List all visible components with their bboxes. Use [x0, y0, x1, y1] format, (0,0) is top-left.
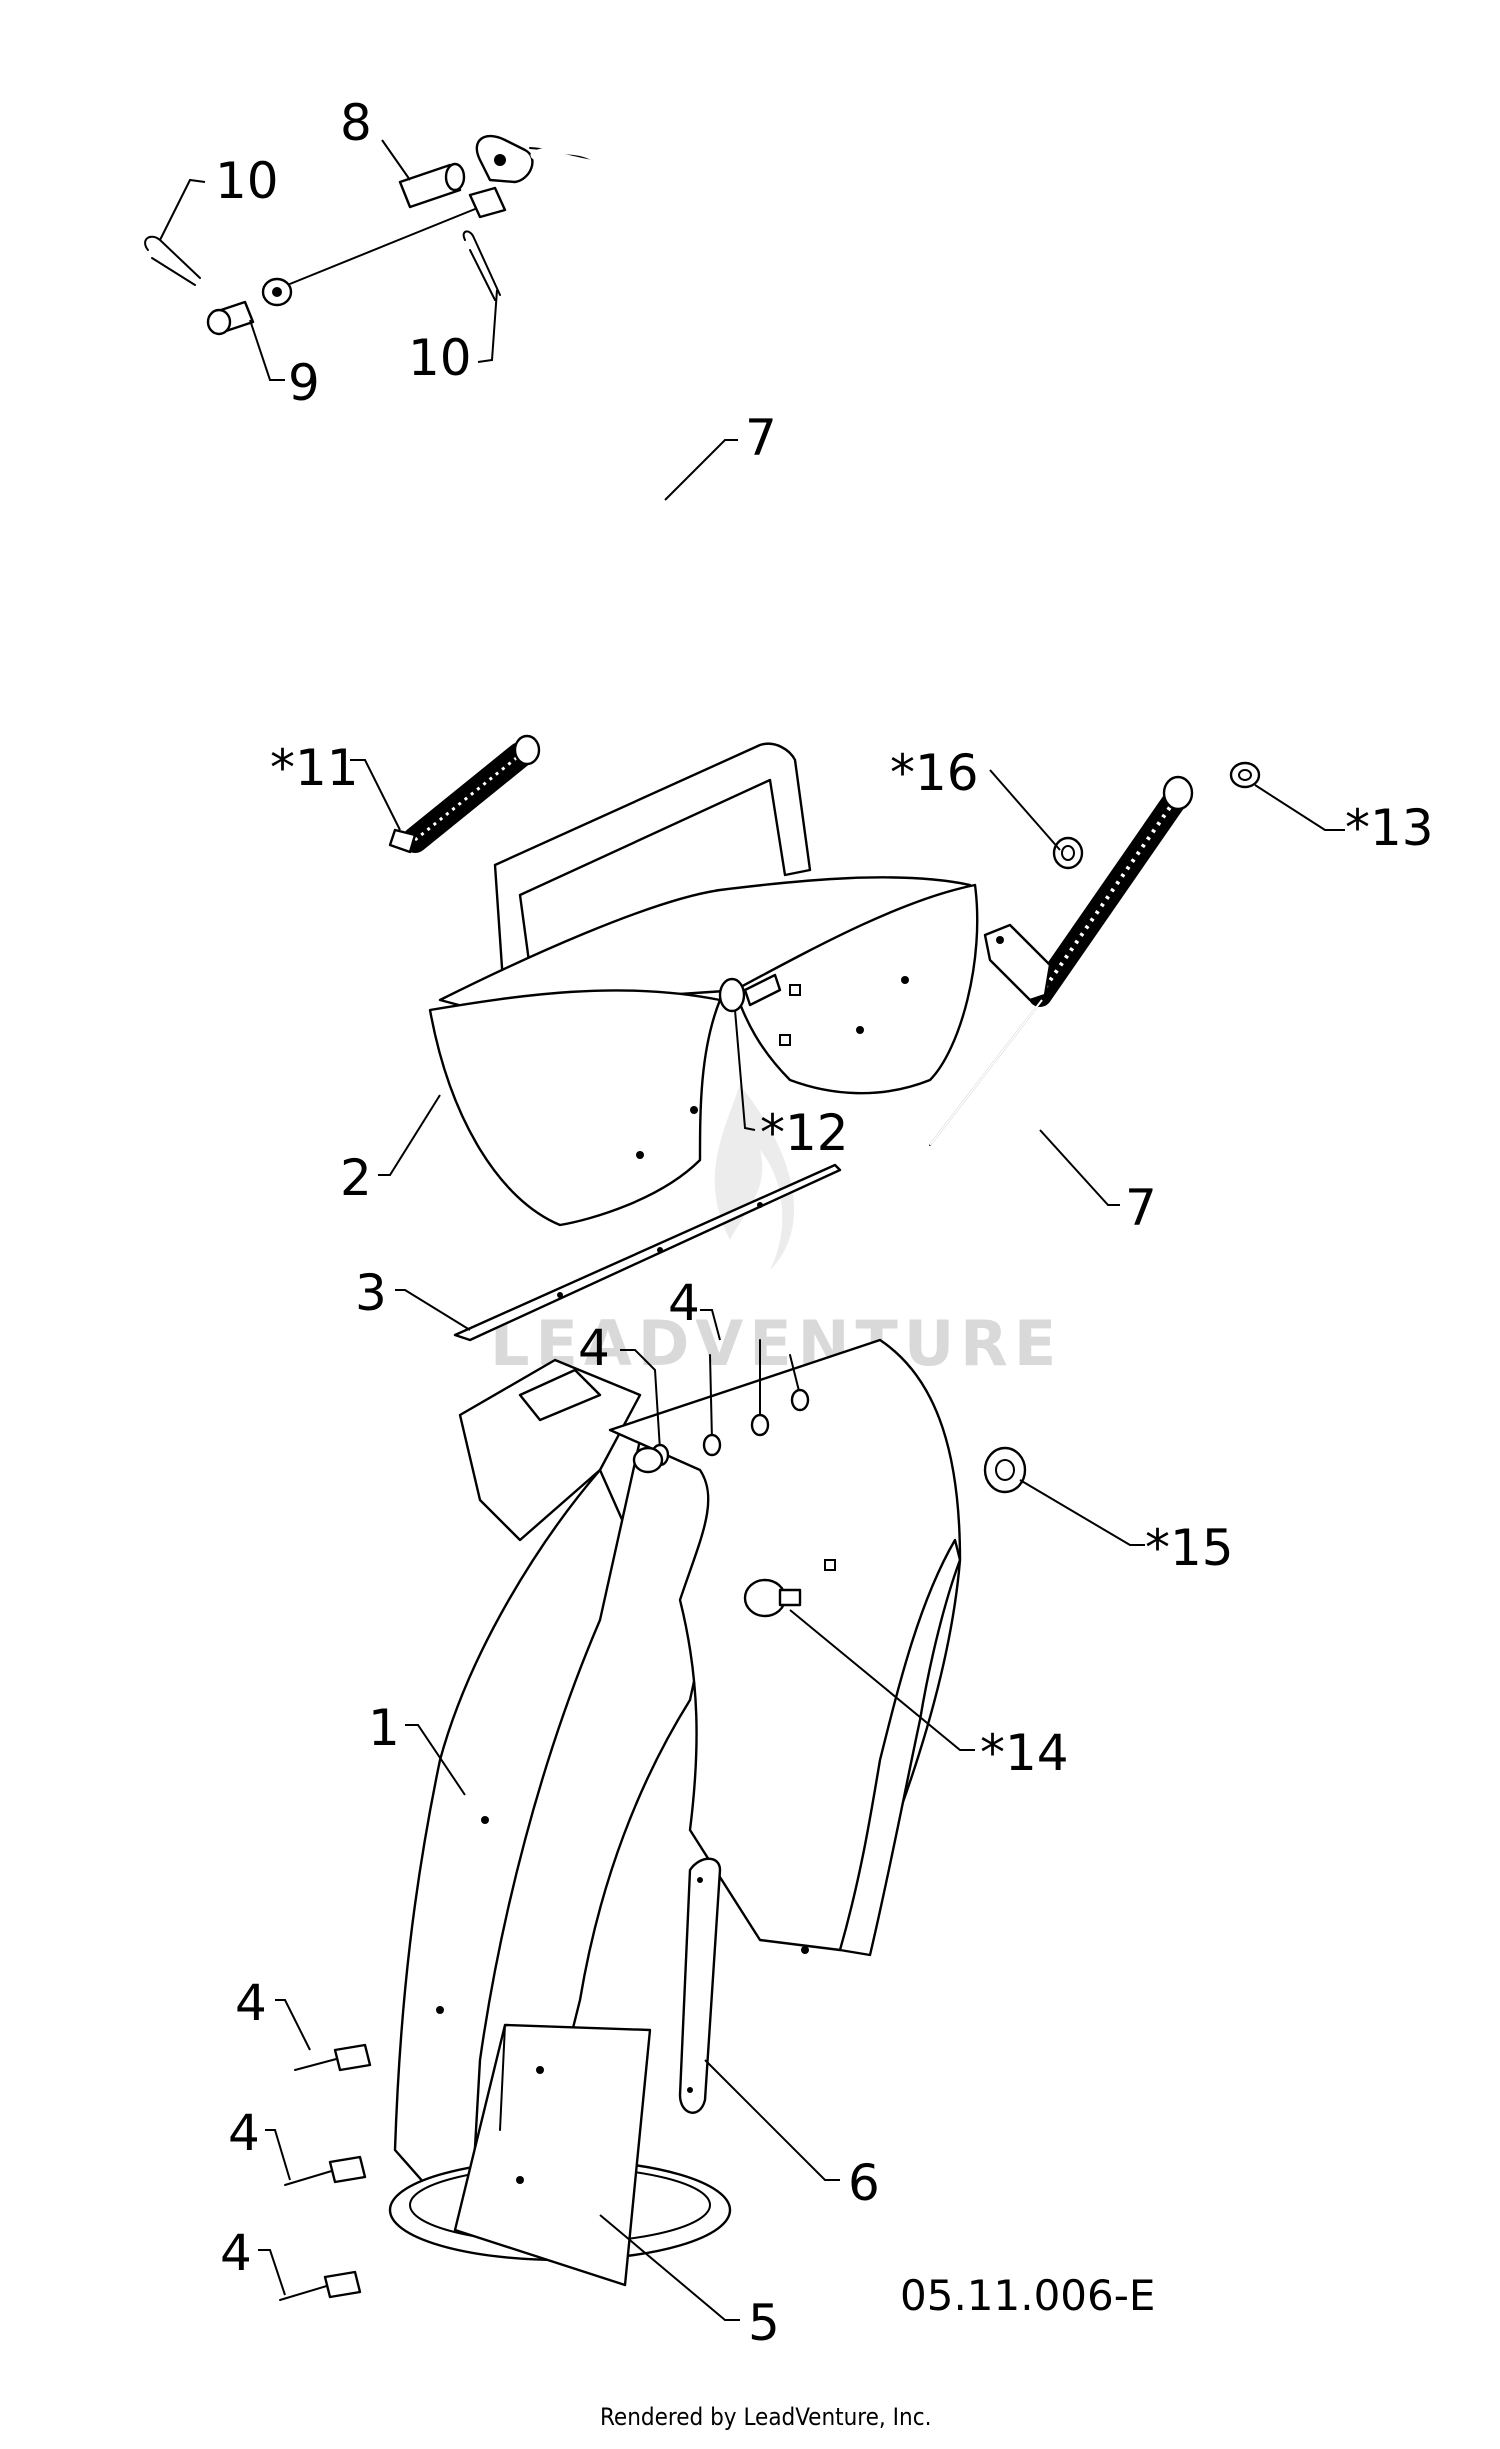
part-6-plate — [678, 1857, 722, 2114]
callout-7-lower: 7 — [1125, 1179, 1157, 1237]
callout-labels: 10 8 9 10 7 *11 *16 *13 *12 2 7 3 4 4 *1… — [215, 94, 1434, 2352]
callout-8: 8 — [340, 94, 372, 152]
part-9-bushing — [206, 300, 255, 336]
render-credit: Rendered by LeadVenture, Inc. — [600, 2403, 931, 2431]
callout-14: *14 — [980, 1724, 1069, 1782]
callout-7-upper: 7 — [745, 409, 777, 467]
part-4-rivets-top — [632, 1339, 810, 1474]
watermark-flame-icon — [714, 1085, 794, 1270]
watermark: LEADVENTURE — [490, 1085, 1062, 1380]
leader-lines — [159, 139, 1345, 2321]
part-4-rivets-left — [279, 2043, 372, 2301]
part-1-chute-body — [388, 1338, 962, 2262]
part-7-cable-upper — [261, 134, 670, 605]
callout-4-left-2: 4 — [228, 2104, 260, 2162]
part-5-bracket — [453, 2023, 652, 2287]
part-3-strip — [453, 1163, 842, 1342]
callout-4-left-3: 4 — [220, 2224, 252, 2282]
part-11-spring — [388, 734, 541, 854]
callout-10-upper-left: 10 — [215, 152, 279, 210]
callout-4-top-left: 4 — [578, 1319, 610, 1377]
callout-1: 1 — [368, 1699, 400, 1757]
callout-3: 3 — [355, 1264, 387, 1322]
callout-6: 6 — [848, 2154, 880, 2212]
callout-2: 2 — [340, 1149, 372, 1207]
part-14-bolt — [743, 1578, 802, 1618]
part-7-cable-lower — [929, 775, 1194, 1146]
part-13-nut — [1229, 761, 1261, 789]
part-10-clip-left — [144, 235, 201, 286]
callout-10-upper-right: 10 — [408, 329, 472, 387]
callout-4-left-1: 4 — [235, 1974, 267, 2032]
callout-11: *11 — [270, 739, 359, 797]
callout-13: *13 — [1345, 799, 1434, 857]
figure-code: 05.11.006-E — [900, 2271, 1155, 2320]
callout-15: *15 — [1145, 1519, 1234, 1577]
callout-12: *12 — [760, 1104, 849, 1162]
callout-4-top-right: 4 — [668, 1274, 700, 1332]
callout-5: 5 — [748, 2294, 780, 2352]
part-15-nut — [983, 1446, 1027, 1494]
callout-9: 9 — [288, 354, 320, 412]
part-2-deflector — [428, 742, 979, 1227]
watermark-text: LEADVENTURE — [490, 1307, 1062, 1380]
part-16-washer — [1052, 836, 1084, 870]
part-8-sleeve — [398, 162, 466, 209]
callout-16: *16 — [890, 744, 979, 802]
part-10-clip-right — [462, 230, 501, 301]
